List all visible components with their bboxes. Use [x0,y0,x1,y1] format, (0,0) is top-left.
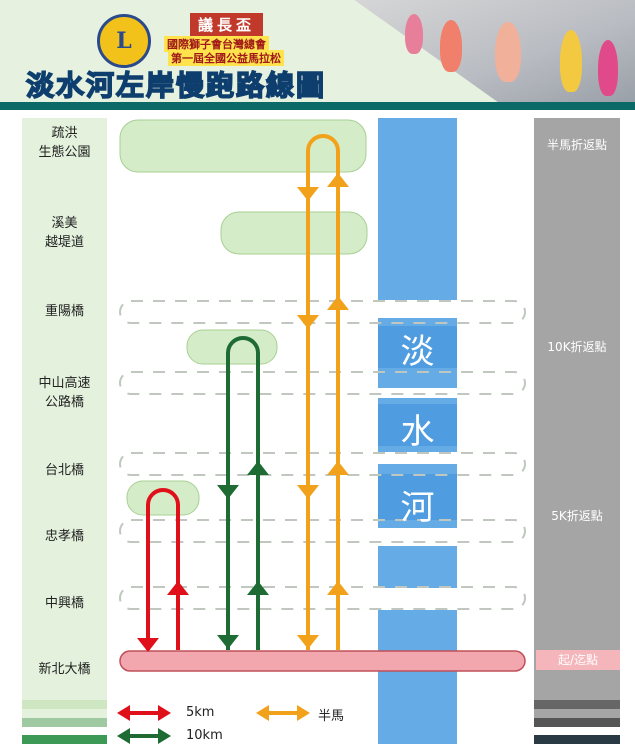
routes [119,134,526,672]
lions-logo-icon: L [97,14,151,68]
park-area [186,329,278,365]
runner-illustration [598,40,618,96]
arrow-up-icon [167,581,189,595]
arrow-down-icon [137,638,159,652]
trophy-title: 議長盃 [190,13,264,36]
arrow-up-icon [327,173,349,187]
location-label: 台北橋 [44,463,84,478]
river-label-char: 水 [400,412,435,452]
location-column [22,118,107,718]
half-marathon-turnaround-label: 半馬折返點 [546,138,607,152]
river-label-char: 河 [400,488,435,528]
location-label: 溪美越堤道 [44,216,84,250]
legend-swatches [22,700,620,744]
legend-bar [22,700,107,709]
runner-illustration [440,20,462,72]
bridge-dashed [119,586,526,610]
bridge-dashed [119,452,526,476]
5k-turnaround-label: 5K折返點 [551,509,603,523]
location-label: 疏洪生態公園 [38,126,91,160]
location-label: 中山高速公路橋 [38,376,91,410]
location-label: 忠孝橋 [44,529,84,544]
legend-bar [22,718,107,727]
runner-illustration [405,14,423,54]
river-gap [378,528,457,546]
bridge-dashed [119,519,526,543]
arrow-up-icon [327,581,349,595]
arrow-down-icon [217,635,239,649]
route-half-marathon [306,134,340,650]
arrow-up-icon [247,581,269,595]
legend-bar [534,735,620,744]
arrow-left-icon [117,705,130,721]
location-label: 新北大橋 [38,662,91,677]
start-finish-bar [119,650,526,672]
river-gap [378,588,457,610]
organization-line1: 國際獅子會台灣總會 [164,36,269,52]
arrow-down-icon [297,485,319,499]
park-areas [119,119,368,516]
bridge-dashed [119,300,526,324]
runner-illustration [560,30,582,92]
organization-line2: 第一屆全國公益馬拉松 [168,50,284,66]
bridges [119,300,526,610]
bridge-dashed [119,371,526,395]
location-label: 重陽橋 [44,304,84,319]
park-area [126,480,200,516]
arrow-down-icon [297,635,319,649]
river-label-char: 淡 [400,332,435,372]
arrow-down-icon [297,315,319,329]
legend-bar [22,735,107,744]
river-label-box [378,474,457,520]
river-gap [378,300,457,318]
10k-turnaround-label: 10K折返點 [547,340,607,354]
arrow-right-icon [158,728,171,744]
route-10k [226,336,260,650]
legend-half-label: 半馬 [318,709,345,724]
map-title: 淡水河左岸慢跑路線圖 [25,68,327,103]
arrow-up-icon [327,296,349,310]
runner-illustration [495,22,521,82]
header-banner: L 議長盃 國際獅子會台灣總會 第一屆全國公益馬拉松 淡水河左岸慢跑路線圖 [0,0,635,110]
park-area [119,119,367,173]
start-finish-label: 起/迄點 [536,650,620,670]
arrow-left-icon [256,705,269,721]
arrow-down-icon [217,485,239,499]
river-label-box [378,404,457,446]
arrow-up-icon [327,461,349,475]
location-label: 中興橋 [44,596,84,611]
legend-10k-label: 10km [186,728,223,743]
turnaround-column [534,118,620,718]
arrow-up-icon [247,461,269,475]
route-5k [146,488,180,650]
river-label-box [378,326,457,368]
header-stripe [0,102,635,110]
legend-bar [534,718,620,727]
river-gap [378,452,457,464]
arrow-right-icon [297,705,310,721]
arrow-left-icon [117,728,130,744]
arrow-down-icon [297,187,319,201]
park-area [220,211,368,255]
arrow-right-icon [158,705,171,721]
legend-bar [534,700,620,709]
legend-5k-label: 5km [186,705,215,720]
